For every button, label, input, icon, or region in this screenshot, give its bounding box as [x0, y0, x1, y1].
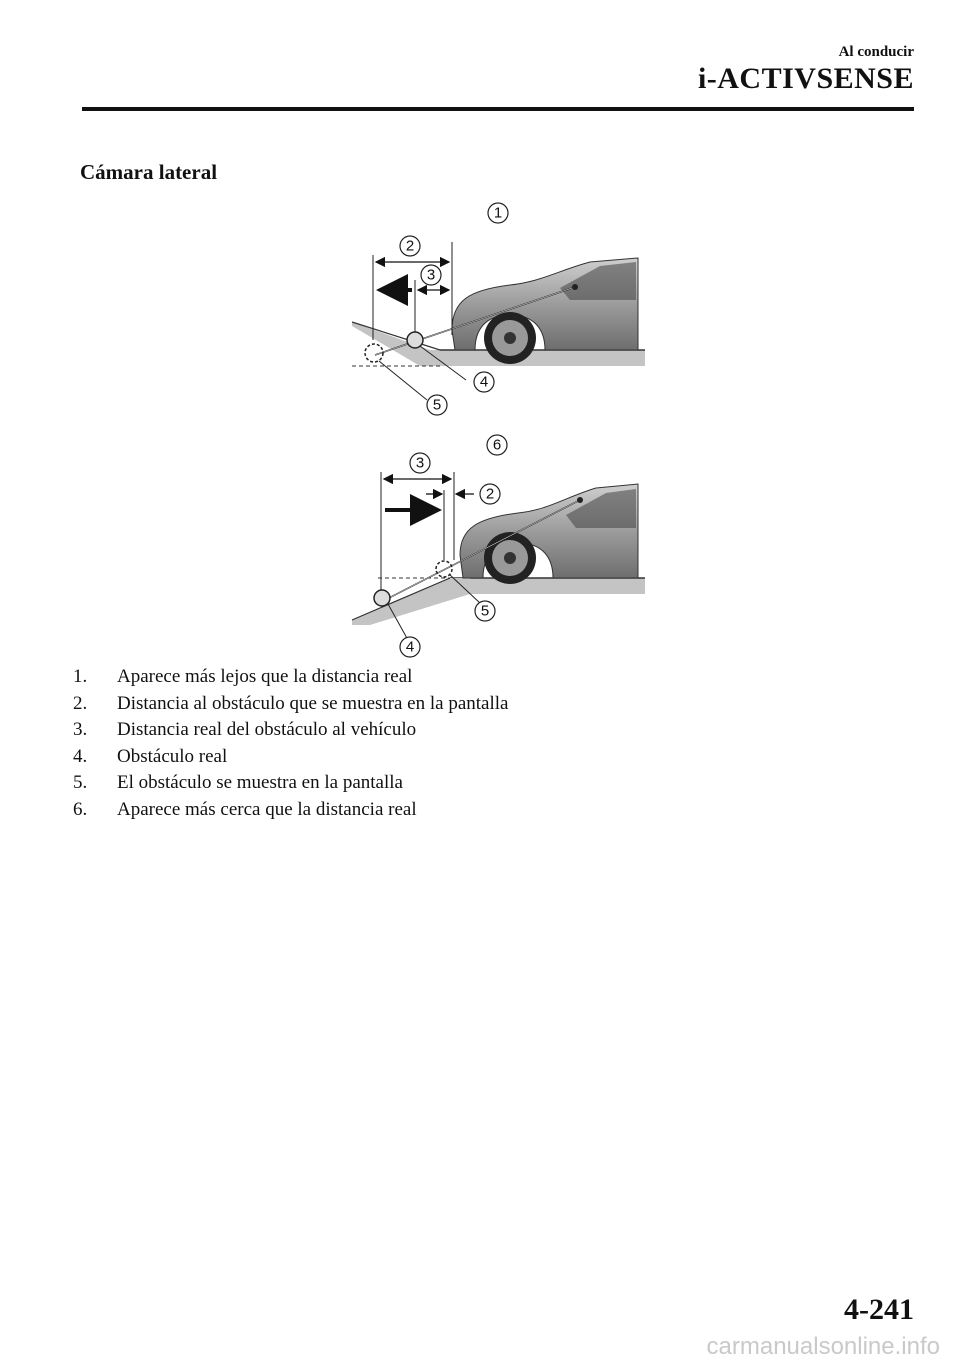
- header-title: i-ACTIVSENSE: [697, 62, 914, 95]
- svg-text:2: 2: [486, 486, 494, 503]
- caption-item: 1.Aparece más lejos que la distancia rea…: [73, 666, 413, 687]
- svg-text:6: 6: [493, 437, 501, 454]
- header-section: Al conducir: [838, 44, 914, 60]
- bottom-callout-5: 5: [474, 600, 496, 622]
- section-title: Cámara lateral: [80, 160, 218, 184]
- bottom-callout-6: 6: [486, 434, 508, 456]
- top-ground: [440, 350, 645, 366]
- svg-text:5: 5: [481, 603, 489, 620]
- svg-text:3: 3: [427, 267, 435, 284]
- bottom-ground: [450, 578, 645, 594]
- caption-list: 1.Aparece más lejos que la distancia rea…: [73, 664, 508, 823]
- svg-text:4: 4: [480, 374, 488, 391]
- side-camera-diagram: 1 2 3 4 5: [351, 202, 645, 658]
- svg-text:1: 1: [494, 205, 502, 222]
- svg-text:5: 5: [433, 397, 441, 414]
- top-real-obstacle: [406, 331, 424, 349]
- caption-item: 4.Obstáculo real: [73, 745, 228, 767]
- header-rule: [82, 107, 914, 111]
- page-number: 4-241: [844, 1293, 914, 1326]
- top-scene: [351, 242, 645, 401]
- top-slope: [352, 322, 440, 366]
- top-callout-5: 5: [426, 394, 448, 416]
- bottom-displayed-obstacle: [435, 560, 453, 578]
- bottom-real-obstacle: [373, 589, 391, 607]
- svg-text:4: 4: [406, 639, 414, 656]
- caption-item: 5.El obstáculo se muestra en la pantalla: [73, 772, 403, 793]
- bottom-callout-4: 4: [399, 636, 421, 658]
- top-callout-2: 2: [399, 235, 421, 257]
- caption-item: 2.Distancia al obstáculo que se muestra …: [73, 692, 509, 714]
- svg-text:3: 3: [416, 455, 424, 472]
- svg-text:2: 2: [406, 238, 414, 255]
- bottom-slope: [352, 578, 470, 625]
- watermark: carmanualsonline.info: [706, 1333, 940, 1360]
- top-callout-1: 1: [487, 202, 509, 224]
- caption-item: 6.Aparece más cerca que la distancia rea…: [73, 798, 417, 820]
- bottom-callout-2: 2: [479, 483, 501, 505]
- bottom-callout-3: 3: [409, 452, 431, 474]
- caption-item: 3.Distancia real del obstáculo al vehícu…: [73, 719, 417, 740]
- bottom-scene: [351, 472, 645, 641]
- top-displayed-obstacle: [364, 343, 384, 363]
- top-callout-4: 4: [473, 371, 495, 393]
- top-callout-3: 3: [420, 264, 442, 286]
